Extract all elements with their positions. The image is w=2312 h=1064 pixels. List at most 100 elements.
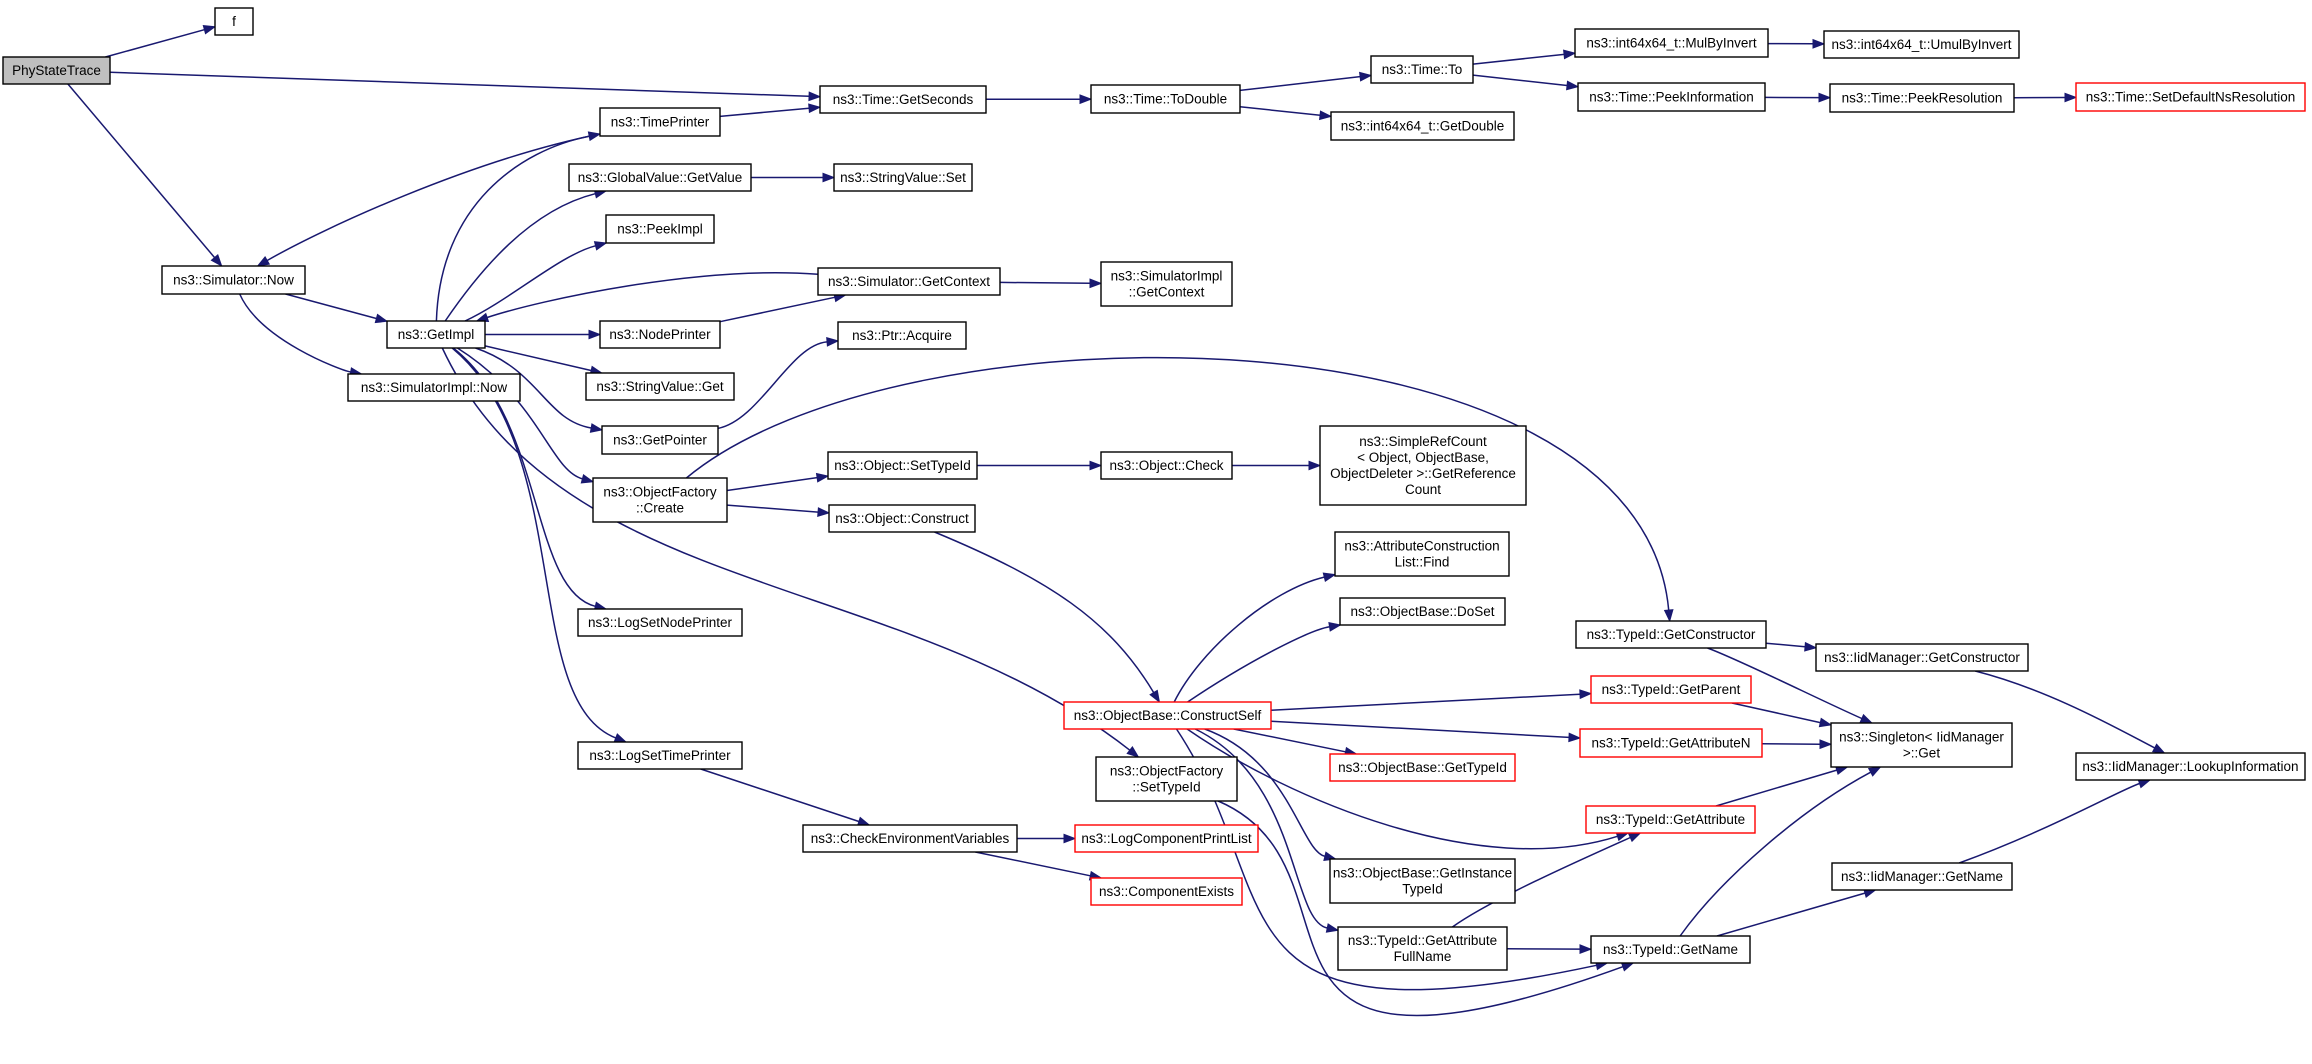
edge-ob_constructself-to-acl_find: [1173, 572, 1337, 703]
node-iid-getname[interactable]: ns3::IidManager::GetName: [1831, 862, 2013, 891]
node-iid-getconstructor[interactable]: ns3::IidManager::GetConstructor: [1815, 643, 2029, 672]
edge-line: [719, 296, 835, 323]
node-time-to[interactable]: ns3::Time::To: [1370, 55, 1474, 84]
node-getpointer[interactable]: ns3::GetPointer: [601, 425, 719, 455]
node-peekinformation[interactable]: ns3::Time::PeekInformation: [1577, 82, 1766, 112]
node-tid-getattribute[interactable]: ns3::TypeId::GetAttribute: [1585, 805, 1756, 834]
node-iid-lookupinfo[interactable]: ns3::IidManager::LookupInformation: [2075, 752, 2306, 781]
node-int64-getdouble[interactable]: ns3::int64x64_t::GetDouble: [1330, 111, 1515, 141]
node-sv-set[interactable]: ns3::StringValue::Set: [833, 163, 973, 192]
node-logsettimeprinter[interactable]: ns3::LogSetTimePrinter: [577, 741, 743, 770]
node-compexists[interactable]: ns3::ComponentExists: [1090, 877, 1243, 906]
edge-time_to-to-peekinformation: [1472, 74, 1580, 91]
node-label: ns3::PeekImpl: [617, 222, 703, 237]
node-label: ns3::TypeId::GetAttributeN: [1591, 736, 1750, 751]
edge-tid_getattribute-to-singleton_get: [1715, 765, 1849, 807]
node-tid-getname[interactable]: ns3::TypeId::GetName: [1590, 935, 1751, 964]
node-tid-getattributen[interactable]: ns3::TypeId::GetAttributeN: [1579, 728, 1763, 758]
node-f[interactable]: f: [214, 7, 254, 36]
node-label: ns3::Simulator::Now: [173, 273, 294, 288]
node-box: [214, 7, 254, 36]
edge-arrowhead: [1579, 689, 1593, 700]
node-box: [1823, 30, 2020, 59]
edge-arrowhead: [2064, 92, 2078, 103]
node-box: [1334, 531, 1510, 577]
edge-arrowhead: [589, 423, 604, 433]
node-label: ns3::GetPointer: [613, 433, 707, 448]
node-logcompprintlist[interactable]: ns3::LogComponentPrintList: [1074, 824, 1259, 853]
node-simimpl-now[interactable]: ns3::SimulatorImpl::Now: [347, 373, 521, 402]
node-obj-settypeid[interactable]: ns3::Object::SetTypeId: [827, 451, 978, 480]
node-of-create[interactable]: ns3::ObjectFactory::Create: [592, 477, 728, 523]
node-checkenv[interactable]: ns3::CheckEnvironmentVariables: [802, 824, 1018, 853]
node-obj-check[interactable]: ns3::Object::Check: [1100, 451, 1233, 480]
edge-arrowhead: [1563, 49, 1577, 60]
node-label: ns3::SimpleRefCount: [1359, 434, 1487, 449]
node-simimpl-getcontext[interactable]: ns3::SimulatorImpl::GetContext: [1100, 261, 1233, 307]
node-mulbyinvert[interactable]: ns3::int64x64_t::MulByInvert: [1574, 28, 1769, 58]
node-label: ns3::GlobalValue::GetValue: [578, 170, 743, 185]
node-singleton-get[interactable]: ns3::Singleton< IidManager>::Get: [1830, 722, 2013, 768]
edge-phystatetrace-to-getseconds: [109, 71, 822, 102]
edge-line: [1173, 576, 1325, 703]
node-label: ns3::TimePrinter: [611, 115, 710, 130]
edge-line: [1731, 702, 1821, 724]
node-of-settypeid[interactable]: ns3::ObjectFactory::SetTypeId: [1095, 756, 1238, 802]
node-peekresolution[interactable]: ns3::Time::PeekResolution: [1829, 83, 2015, 113]
node-sim-getcontext[interactable]: ns3::Simulator::GetContext: [817, 267, 1001, 296]
node-ob-doset[interactable]: ns3::ObjectBase::DoSet: [1339, 597, 1506, 626]
node-box: [161, 265, 306, 295]
edge-mulbyinvert-to-umulbyinvert: [1767, 38, 1826, 49]
node-tid-getparent[interactable]: ns3::TypeId::GetParent: [1590, 675, 1752, 704]
node-label: ns3::ObjectBase::GetTypeId: [1338, 760, 1507, 775]
edge-of_create-to-tid_getconstructor: [685, 356, 1674, 623]
edge-arrowhead: [856, 816, 871, 827]
node-gv-getvalue[interactable]: ns3::GlobalValue::GetValue: [568, 163, 752, 192]
node-obj-construct[interactable]: ns3::Object::Construct: [828, 504, 976, 533]
node-label: ns3::ObjectFactory: [1110, 764, 1224, 779]
node-logsetnodeprinter[interactable]: ns3::LogSetNodePrinter: [577, 608, 743, 637]
edge-arrowhead: [210, 254, 223, 268]
node-box: [1319, 425, 1527, 506]
node-label: ns3::LogSetTimePrinter: [589, 748, 731, 763]
node-box: [1370, 55, 1474, 84]
edge-line: [1975, 670, 2156, 749]
node-todouble[interactable]: ns3::Time::ToDouble: [1090, 84, 1241, 114]
edge-obj_settypeid-to-obj_check: [977, 460, 1103, 471]
edge-of_create-to-obj_settypeid: [726, 472, 830, 492]
node-peekimpl[interactable]: ns3::PeekImpl: [605, 214, 715, 244]
node-box: [1100, 261, 1233, 307]
node-label: ns3::CheckEnvironmentVariables: [811, 831, 1010, 846]
edge-line: [1761, 742, 1821, 745]
edge-phystatetrace-to-sim_now: [67, 83, 223, 268]
node-label: ns3::SimulatorImpl: [1111, 269, 1223, 284]
edge-arrowhead: [1818, 92, 1832, 103]
node-getseconds[interactable]: ns3::Time::GetSeconds: [819, 85, 987, 114]
node-refcount[interactable]: ns3::SimpleRefCount< Object, ObjectBase,…: [1319, 425, 1527, 506]
node-box: [386, 320, 486, 349]
node-box: [2075, 752, 2306, 781]
edge-arrowhead: [1620, 962, 1635, 972]
node-phystatetrace[interactable]: PhyStateTrace: [2, 56, 111, 85]
edge-line: [1451, 836, 1631, 928]
node-label: ns3::int64x64_t::UmulByInvert: [1831, 37, 2011, 52]
node-box: [1574, 28, 1769, 58]
node-sv-get[interactable]: ns3::StringValue::Get: [585, 372, 735, 401]
node-ptr-acquire[interactable]: ns3::Ptr::Acquire: [837, 321, 967, 350]
edge-arrowhead: [256, 256, 271, 267]
node-ob-constructself[interactable]: ns3::ObjectBase::ConstructSelf: [1063, 701, 1272, 730]
node-tid-getconstructor[interactable]: ns3::TypeId::GetConstructor: [1575, 620, 1767, 649]
edge-gv_getvalue-to-sv_set: [751, 172, 836, 183]
node-sim-now[interactable]: ns3::Simulator::Now: [161, 265, 306, 295]
node-ob-gettypeid[interactable]: ns3::ObjectBase::GetTypeId: [1329, 753, 1516, 782]
node-getimpl[interactable]: ns3::GetImpl: [386, 320, 486, 349]
node-box: [1829, 83, 2015, 113]
node-setdefaultnsres[interactable]: ns3::Time::SetDefaultNsResolution: [2075, 82, 2306, 112]
node-umulbyinvert[interactable]: ns3::int64x64_t::UmulByInvert: [1823, 30, 2020, 59]
node-label: ns3::Object::Construct: [835, 511, 969, 526]
node-timeprinter[interactable]: ns3::TimePrinter: [599, 107, 721, 137]
node-nodeprinter[interactable]: ns3::NodePrinter: [599, 320, 721, 349]
